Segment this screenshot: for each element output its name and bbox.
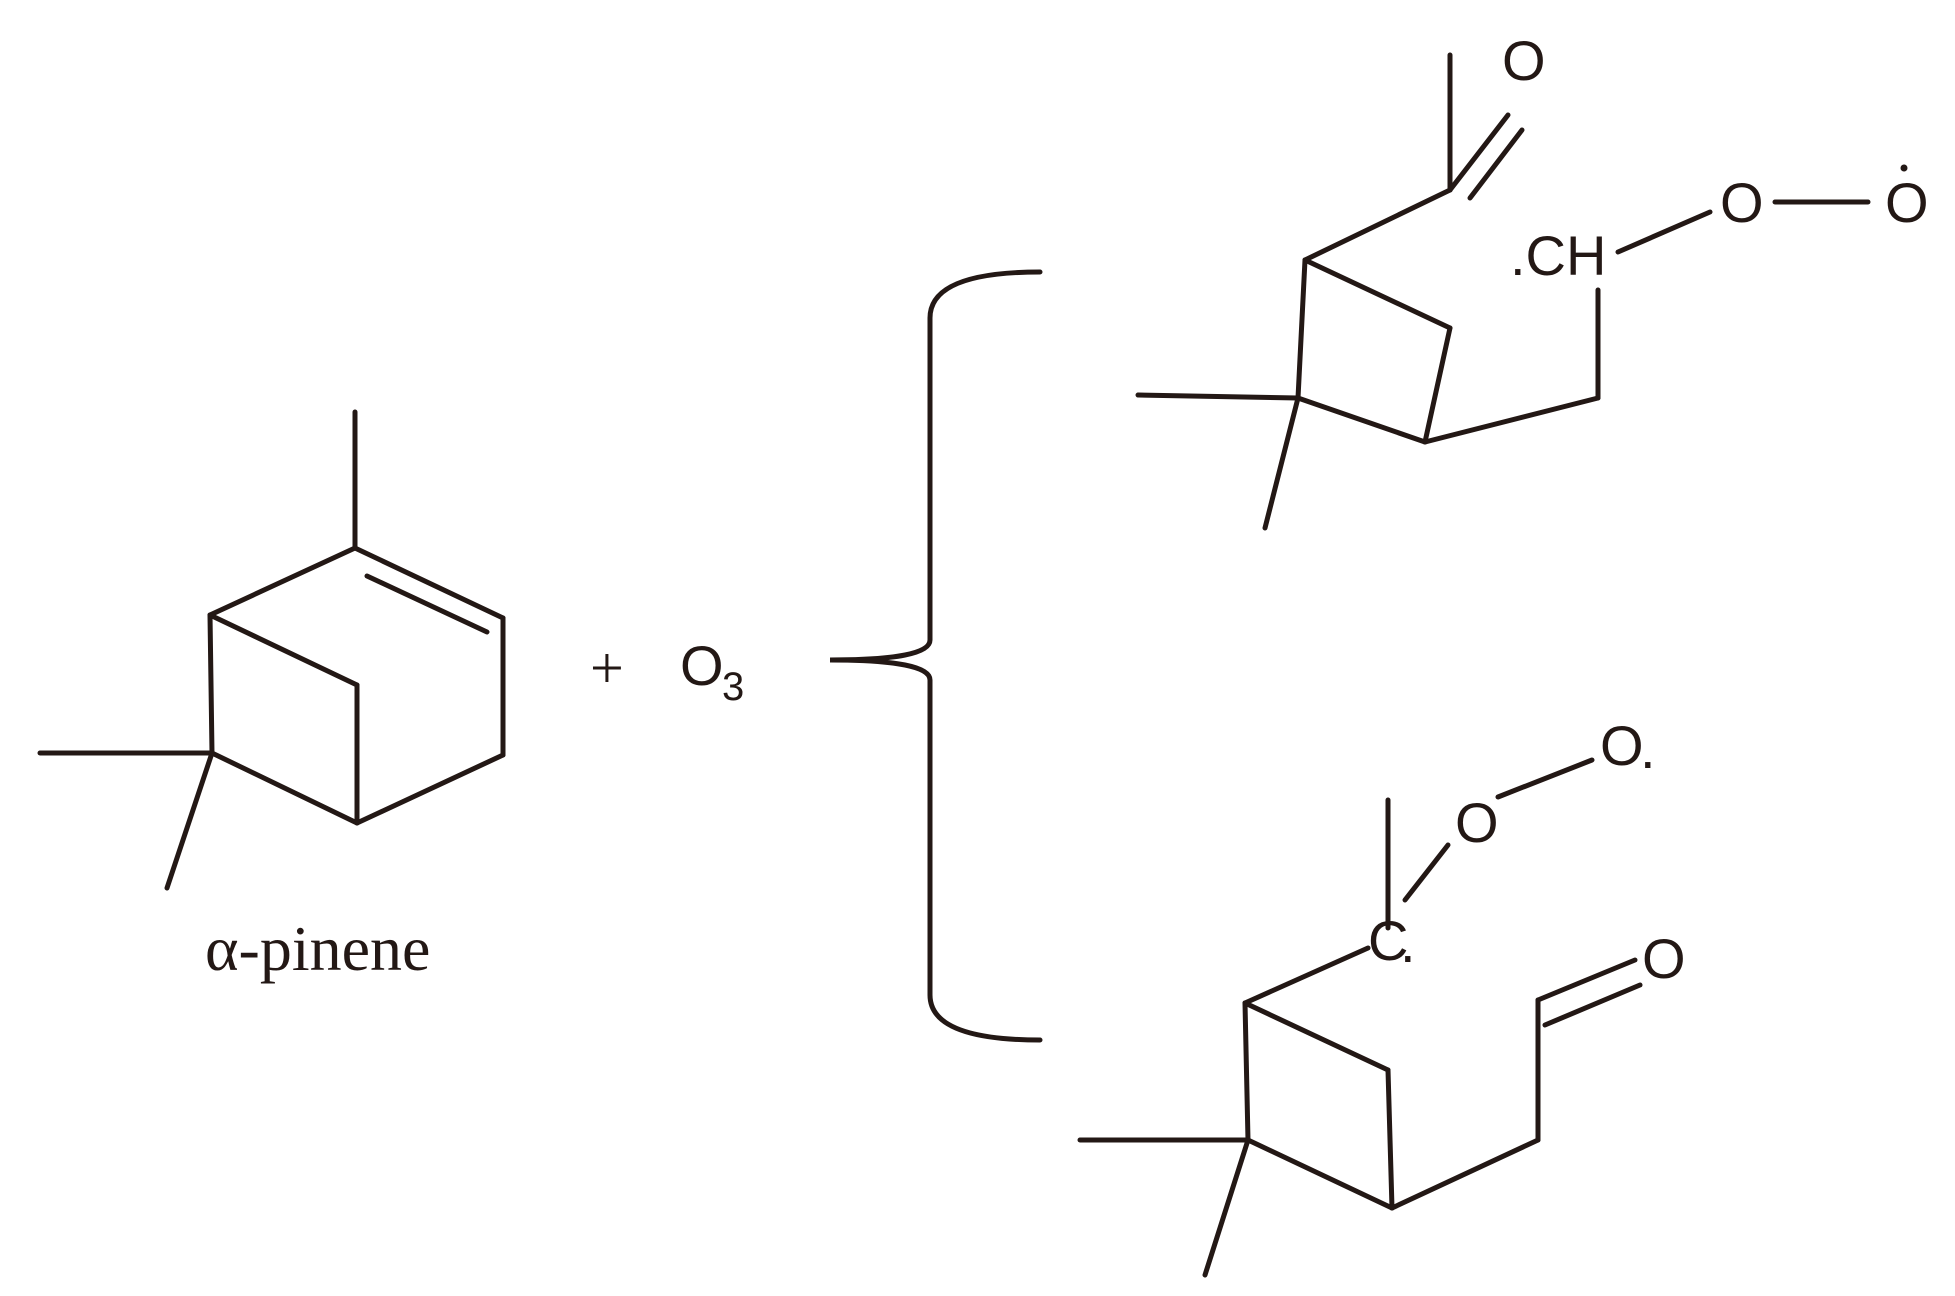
top-peroxy-oxygen-2: O [1885, 171, 1929, 234]
reactant-name: α-pinene [205, 913, 430, 984]
bottom-terminal-radical-dot: . [1640, 717, 1656, 780]
ozone-formula: O 3 [680, 634, 744, 709]
top-terminal-radical-dot [1900, 164, 1908, 172]
bottom-carbon-label: C [1368, 909, 1408, 972]
bottom-carbon-radical-dot: . [1400, 911, 1416, 974]
bottom-peroxy-oxygen-1: O [1455, 791, 1499, 854]
ozone-subscript: 3 [722, 665, 744, 709]
alpha-pinene-structure [37, 409, 506, 891]
top-ketone-oxygen: O [1502, 29, 1546, 92]
product-brace [829, 269, 1043, 1043]
plus-sign: + [590, 635, 624, 701]
bottom-aldehyde-oxygen: O [1642, 927, 1686, 990]
bottom-peroxy-oxygen-2: O [1600, 714, 1644, 777]
ozone-symbol: O [680, 634, 724, 697]
bottom-product-structure [1077, 757, 1643, 1278]
top-peroxy-oxygen-1: O [1720, 171, 1764, 234]
top-ch-radical-label: .CH [1510, 224, 1606, 287]
top-product-structure [1135, 52, 1871, 531]
